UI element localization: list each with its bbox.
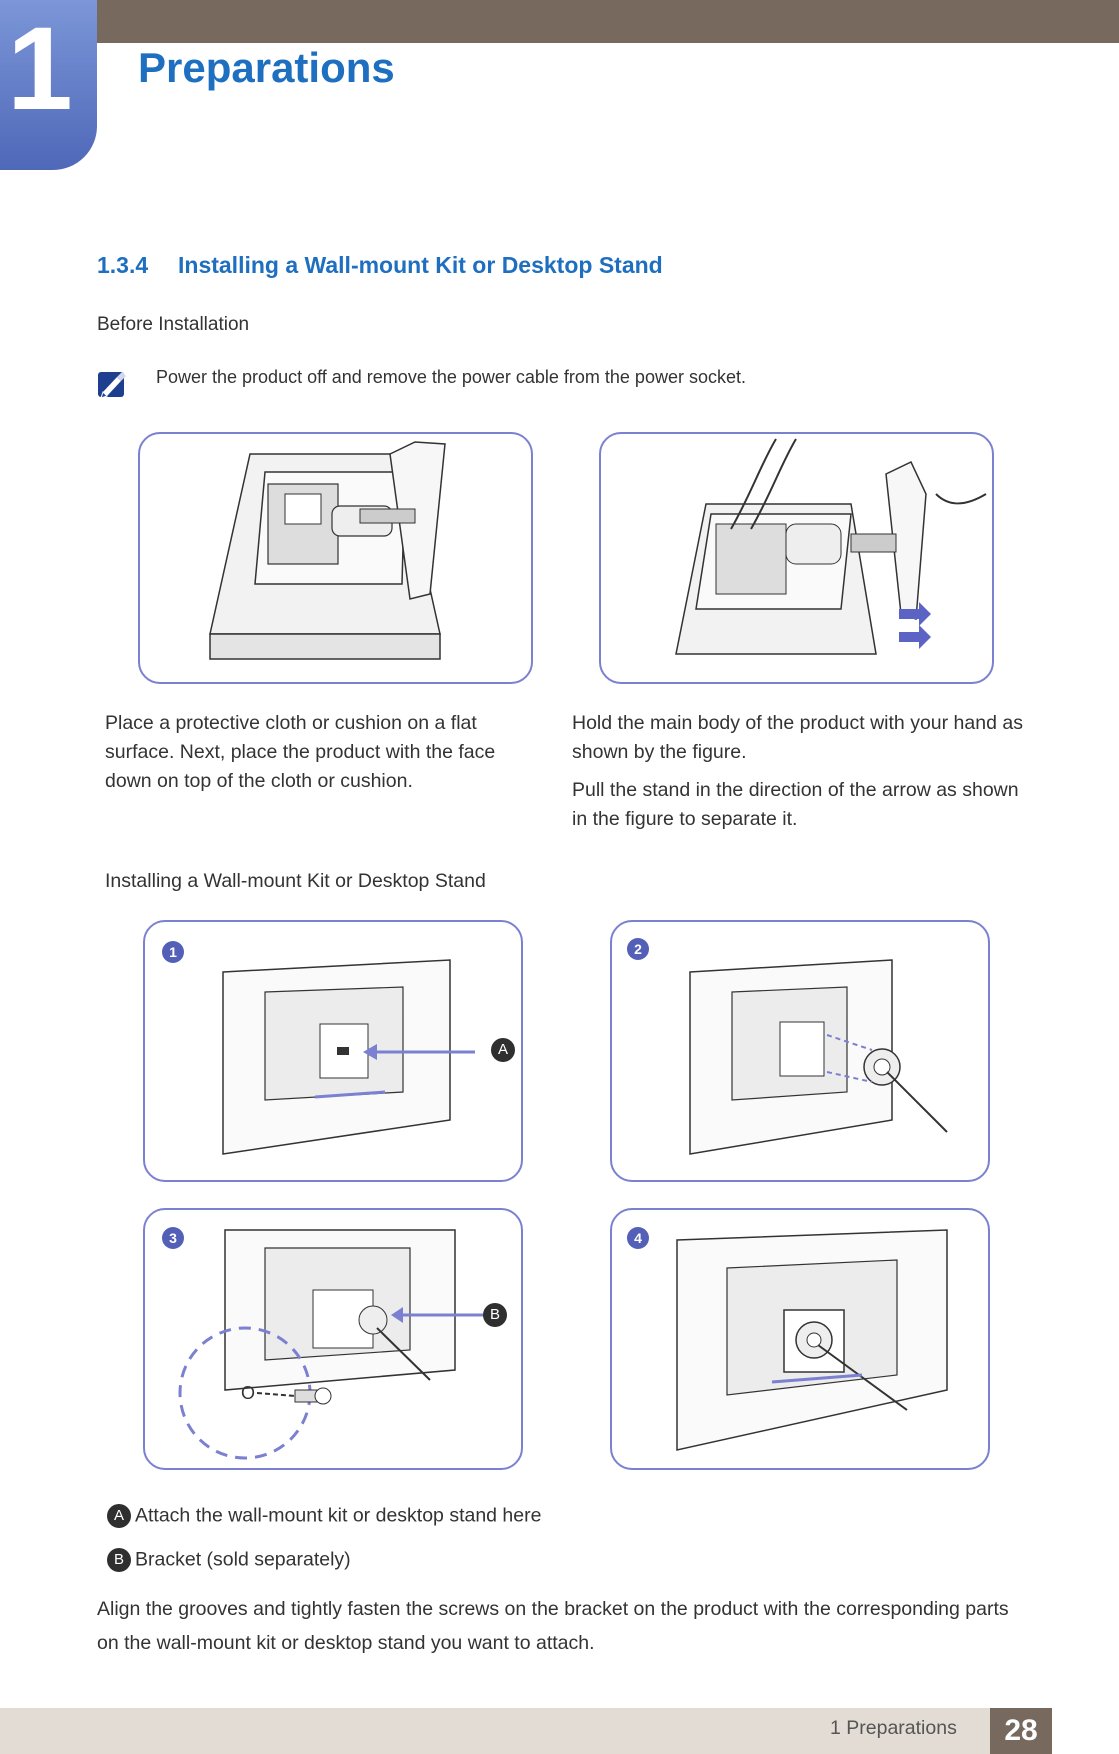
section-title: Installing a Wall-mount Kit or Desktop S… [178,252,663,278]
legend-a-marker: A [107,1504,131,1528]
install-subtitle: Installing a Wall-mount Kit or Desktop S… [105,870,486,892]
callout-a: A [491,1038,515,1062]
legend-a-text: Attach the wall-mount kit or desktop sta… [135,1504,542,1527]
figure-step-3: O 3 B [143,1208,523,1470]
page-number: 28 [990,1708,1052,1754]
chapter-title: Preparations [138,44,395,91]
legend-b-marker: B [107,1548,131,1572]
step-1-illustration [222,959,475,1155]
step-4-badge: 4 [627,1227,649,1249]
step-2-illustration [689,959,948,1155]
chapter-number: 1 [7,3,73,135]
callout-b: B [483,1303,507,1327]
figure-remove-stand [599,432,994,684]
note-pencil-icon [97,369,127,399]
step-4-illustration [676,1229,948,1451]
step-1-badge: 1 [162,941,184,963]
remove-stand-illustration [675,438,987,655]
figure-step-4: 4 [610,1208,990,1470]
section-heading: 1.3.4 Installing a Wall-mount Kit or Desk… [97,252,663,279]
before-installation-label: Before Installation [97,314,250,335]
figure-cloth-placement [138,432,533,684]
step-3-badge: 3 [162,1227,184,1249]
footer-chapter-label: 1 Preparations [830,1717,957,1739]
figure-step-2: 2 [610,920,990,1182]
monitor-facedown-illustration [209,441,446,660]
caption-remove-stand: Hold the main body of the product with y… [572,709,1032,843]
footer-bar [0,1708,990,1754]
chapter-tab: 1 [0,0,97,170]
step-3-illustration: O [178,1229,488,1460]
caption-hold-text: Hold the main body of the product with y… [572,712,1023,763]
caption-cloth-placement: Place a protective cloth or cushion on a… [105,709,525,805]
step-2-badge: 2 [627,938,649,960]
caption-pull-text: Pull the stand in the direction of the a… [572,779,1019,830]
figure-step-1: 1 A [143,920,523,1182]
svg-text:O: O [241,1383,255,1403]
section-number: 1.3.4 [97,252,149,278]
header-bar [97,0,1119,43]
note-text: Power the product off and remove the pow… [156,367,746,387]
caption-cloth-text: Place a protective cloth or cushion on a… [105,712,496,792]
legend-b-text: Bracket (sold separately) [135,1548,351,1571]
instruction-text: Align the grooves and tightly fasten the… [97,1598,1009,1654]
